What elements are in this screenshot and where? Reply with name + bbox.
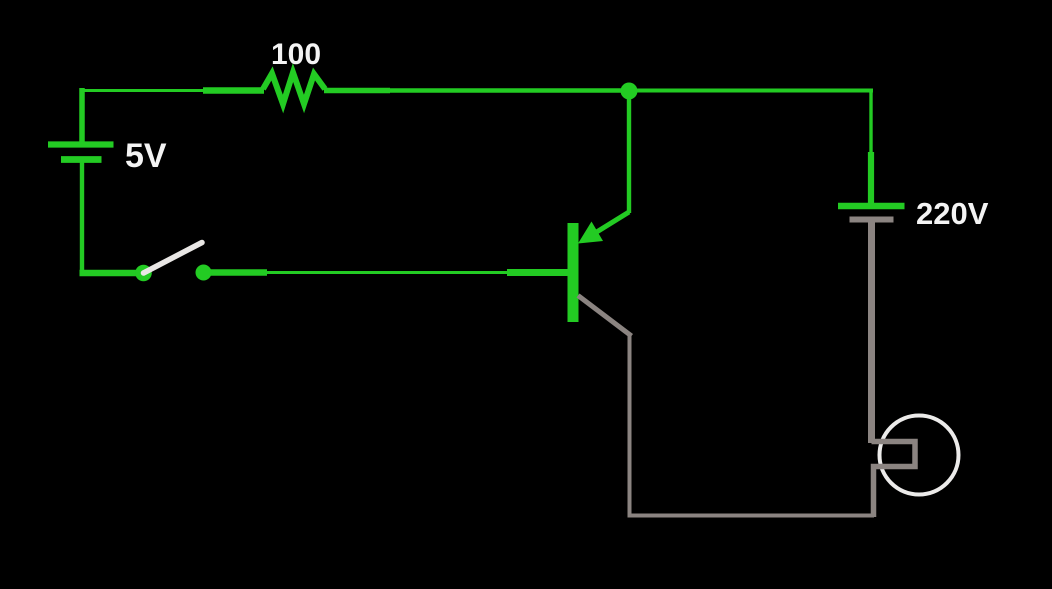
switch-contact-right-dot[interactable]	[195, 264, 212, 281]
lamp-bulb-circle[interactable]	[877, 413, 961, 497]
battery-5v-label: 5V	[125, 137, 167, 175]
battery-220v-label: 220V	[916, 196, 989, 231]
lamp-contact-notch	[870, 438, 918, 517]
switch[interactable]	[135, 239, 212, 282]
transistor-base-bar[interactable]	[567, 223, 579, 322]
battery-220v[interactable]	[838, 202, 905, 223]
resistor[interactable]	[260, 63, 328, 114]
battery-5v[interactable]	[48, 141, 114, 163]
transistor[interactable]	[567, 221, 604, 323]
lamp[interactable]	[870, 413, 961, 518]
transistor-emitter-arrow-icon	[578, 221, 603, 244]
wires-control-loop	[79, 82, 875, 277]
wire-emitter-diagonal	[576, 293, 634, 338]
wires-load-loop	[576, 219, 875, 518]
resistor-value-label: 100	[271, 38, 321, 71]
switch-lever[interactable]	[140, 239, 205, 276]
junction-node-dot	[620, 82, 638, 100]
resistor-zigzag[interactable]	[260, 63, 328, 114]
